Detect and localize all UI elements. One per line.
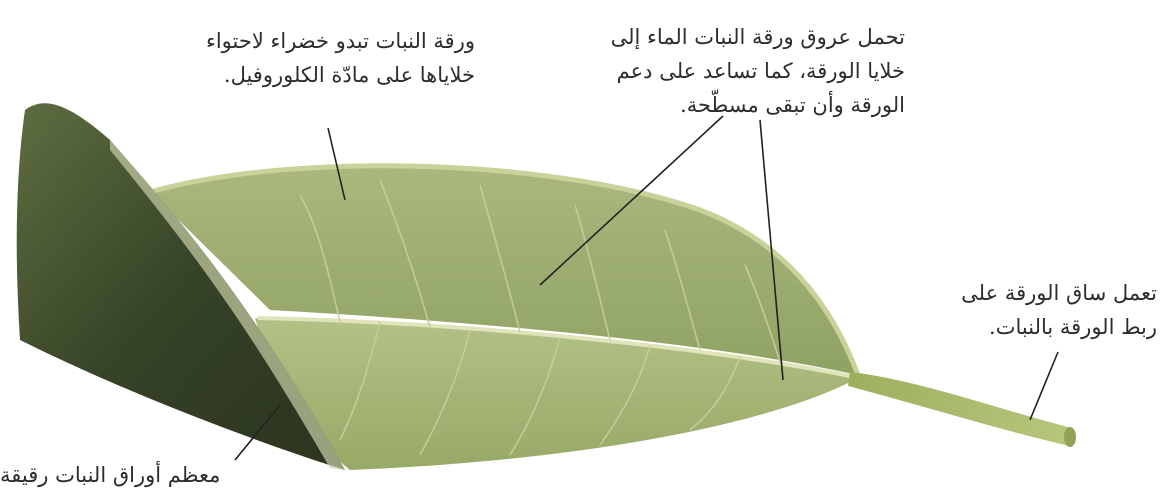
label-leaf-color-line2: خلاياها على مادّة الكلوروفيل. bbox=[206, 58, 475, 92]
label-leaf-stalk: تعمل ساق الورقة على ربط الورقة بالنبات. bbox=[961, 276, 1157, 344]
label-leaf-thin: معظم أوراق النبات رقيقة bbox=[0, 458, 250, 492]
label-leaf-veins-line2: خلايا الورقة، كما تساعد على دعم bbox=[611, 54, 905, 88]
label-leaf-veins-line3: الورقة وأن تبقى مسطّحة. bbox=[611, 88, 905, 122]
label-leaf-thin-line1: معظم أوراق النبات رقيقة bbox=[0, 458, 250, 492]
leaf-diagram bbox=[0, 0, 1175, 482]
leaf-stalk bbox=[848, 372, 1072, 446]
stalk-tip bbox=[1064, 427, 1076, 447]
label-leaf-veins: تحمل عروق ورقة النبات الماء إلى خلايا ال… bbox=[611, 20, 905, 122]
label-leaf-stalk-line2: ربط الورقة بالنبات. bbox=[961, 310, 1157, 344]
label-leaf-color: ورقة النبات تبدو خضراء لاحتواء خلاياها ع… bbox=[206, 24, 475, 92]
label-leaf-color-line1: ورقة النبات تبدو خضراء لاحتواء bbox=[206, 24, 475, 58]
label-leaf-stalk-line1: تعمل ساق الورقة على bbox=[961, 276, 1157, 310]
leader-line-stalk bbox=[1030, 352, 1058, 420]
label-leaf-veins-line1: تحمل عروق ورقة النبات الماء إلى bbox=[611, 20, 905, 54]
